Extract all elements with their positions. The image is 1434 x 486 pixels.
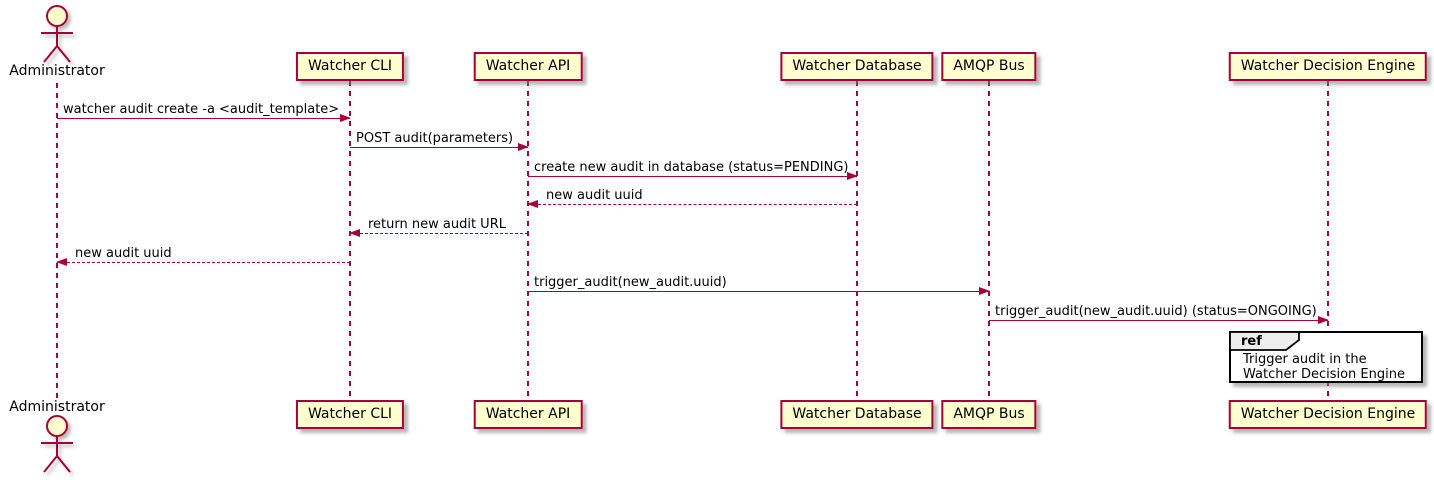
message-return-new-audit-uuid: new audit uuid <box>527 188 857 208</box>
participant-watcher-database: Watcher Database <box>780 52 934 81</box>
lifeline-amqp-bus <box>988 81 990 400</box>
ref-keyword: ref <box>1241 334 1262 349</box>
actor-icon <box>41 5 73 63</box>
message-return-uuid-to-admin: new audit uuid <box>56 246 350 266</box>
message-label: POST audit(parameters) <box>356 131 514 146</box>
ref-header-shape <box>1229 331 1300 351</box>
message-post-audit: POST audit(parameters) <box>350 131 529 151</box>
actor-icon-bottom <box>41 415 73 473</box>
arrowhead-right-icon <box>979 287 990 295</box>
message-label: trigger_audit(new_audit.uuid) <box>534 275 727 290</box>
ref-text-line: Trigger audit in the <box>1243 352 1367 367</box>
lifeline-watcher-api <box>527 81 529 400</box>
arrowhead-left-icon <box>349 229 360 237</box>
participant-watcher-cli-bottom: Watcher CLI <box>295 400 405 429</box>
message-create-audit-db: create new audit in database (status=PEN… <box>528 160 858 180</box>
ref-text-line: Watcher Decision Engine <box>1243 367 1405 382</box>
arrowhead-right-icon <box>847 172 858 180</box>
arrowhead-left-icon <box>527 200 538 208</box>
participant-watcher-decision-engine: Watcher Decision Engine <box>1228 52 1428 81</box>
message-label: watcher audit create -a <audit_template> <box>63 102 340 117</box>
lifeline-watcher-database <box>856 81 858 400</box>
actor-label-administrator-bottom: Administrator <box>9 399 105 415</box>
participant-amqp-bus: AMQP Bus <box>941 52 1037 81</box>
participant-watcher-decision-engine-bottom: Watcher Decision Engine <box>1228 400 1428 429</box>
participant-watcher-cli: Watcher CLI <box>295 52 405 81</box>
lifeline-watcher-decision-engine <box>1327 81 1329 400</box>
message-label: trigger_audit(new_audit.uuid) (status=ON… <box>995 304 1317 319</box>
arrowhead-left-icon <box>56 258 67 266</box>
message-trigger-audit-ongoing: trigger_audit(new_audit.uuid) (status=ON… <box>989 304 1329 324</box>
message-return-audit-url: return new audit URL <box>349 217 528 237</box>
message-audit-create: watcher audit create -a <audit_template> <box>57 102 351 122</box>
ref-fragment: ref Trigger audit in the Watcher Decisio… <box>1229 331 1423 383</box>
arrowhead-right-icon <box>340 114 351 122</box>
message-label: new audit uuid <box>546 188 643 203</box>
lifeline-watcher-cli <box>349 81 351 400</box>
arrowhead-right-icon <box>518 143 529 151</box>
message-label: return new audit URL <box>368 217 506 232</box>
lifeline-administrator <box>56 83 58 398</box>
participant-watcher-api-bottom: Watcher API <box>473 400 583 429</box>
message-trigger-audit: trigger_audit(new_audit.uuid) <box>528 275 990 295</box>
message-label: create new audit in database (status=PEN… <box>534 160 849 175</box>
actor-label-administrator: Administrator <box>9 63 105 79</box>
participant-amqp-bus-bottom: AMQP Bus <box>941 400 1037 429</box>
participant-watcher-database-bottom: Watcher Database <box>780 400 934 429</box>
message-label: new audit uuid <box>75 246 172 261</box>
arrowhead-right-icon <box>1318 316 1329 324</box>
participant-watcher-api: Watcher API <box>473 52 583 81</box>
